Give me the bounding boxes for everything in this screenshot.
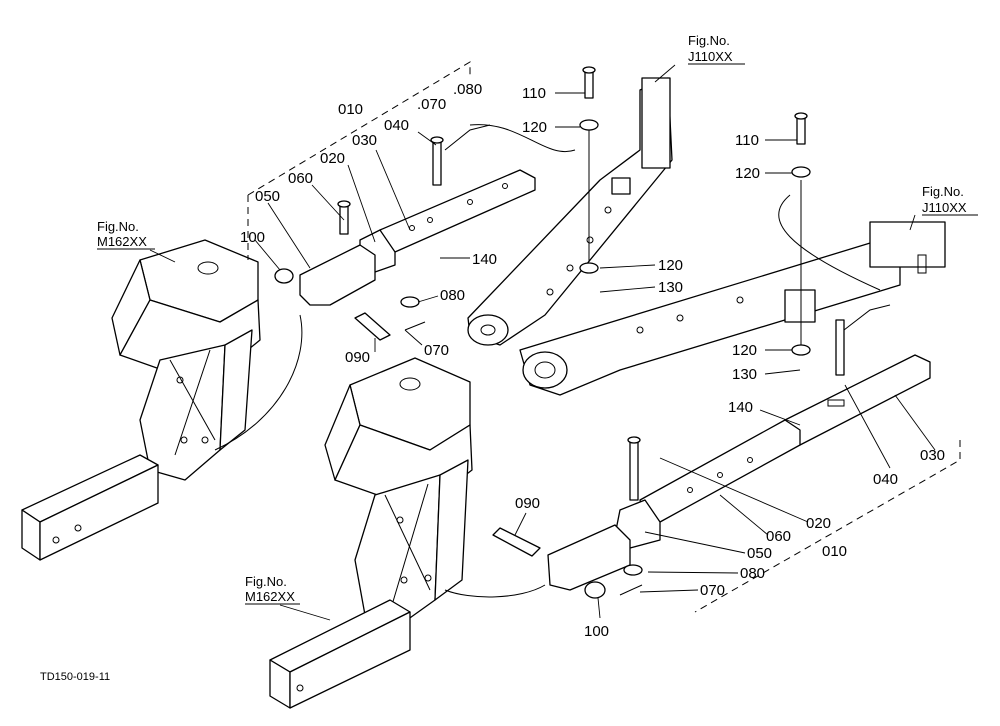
callout-010-left: 010 — [338, 101, 363, 118]
callout-020-left: 020 — [320, 150, 345, 167]
callout-040-right: 040 — [873, 471, 898, 488]
callout-070-top: .070 — [417, 96, 446, 113]
callout-080-right: 080 — [740, 565, 765, 582]
fig-ref-upper-number: J110XX — [688, 49, 733, 64]
callout-080-left: 080 — [440, 287, 465, 304]
callout-130-mid: 130 — [658, 279, 683, 296]
callout-140-right: 140 — [728, 399, 753, 416]
left-stabilizer-assembly — [274, 124, 536, 341]
assembly-arrow-center — [444, 584, 546, 598]
diagram-code: TD150-019-11 — [40, 671, 110, 683]
callout-030-right: 030 — [920, 447, 945, 464]
callout-110-mid: 110 — [522, 85, 546, 102]
callout-050-right: 050 — [747, 545, 772, 562]
fig-ref-center-title: Fig.No. — [245, 574, 287, 589]
upper-lift-link — [467, 77, 673, 346]
right-stabilizer-assembly — [492, 304, 931, 599]
fig-ref-left-title: Fig.No. — [97, 219, 139, 234]
fig-ref-upper-title: Fig.No. — [688, 33, 730, 48]
right-assembly-bracket — [694, 440, 961, 613]
callout-040-left: 040 — [384, 117, 409, 134]
callout-090-right: 090 — [515, 495, 540, 512]
callout-120-mid-bottom: 120 — [658, 257, 683, 274]
callout-070-right: 070 — [700, 582, 725, 599]
callout-070-left: 070 — [424, 342, 449, 359]
left-mounting-frame — [21, 239, 261, 561]
left-assembly-bracket — [247, 61, 471, 260]
callout-090-left: 090 — [345, 349, 370, 366]
leader-lines — [149, 64, 936, 621]
callout-080-top: .080 — [453, 81, 482, 98]
assembly-arrow-left — [214, 314, 303, 451]
callout-110-right: 110 — [735, 132, 759, 149]
callout-140-left: 140 — [472, 251, 497, 268]
callout-060-left: 060 — [288, 170, 313, 187]
callout-120-mid-top: 120 — [522, 119, 547, 136]
callout-120-right-top: 120 — [735, 165, 760, 182]
fig-ref-right-number: J110XX — [922, 200, 967, 215]
center-mounting-frame — [269, 357, 473, 709]
fig-ref-right-title: Fig.No. — [922, 184, 964, 199]
callout-010-right: 010 — [822, 543, 847, 560]
callout-100-left: 100 — [240, 229, 265, 246]
callout-120-right-bottom: 120 — [732, 342, 757, 359]
fig-ref-center-number: M162XX — [245, 589, 295, 604]
callout-100-right: 100 — [584, 623, 609, 640]
link-hardware — [469, 66, 881, 356]
callout-050-left: 050 — [255, 188, 280, 205]
callout-060-right: 060 — [766, 528, 791, 545]
lower-lift-link — [519, 221, 946, 396]
callout-020-right: 020 — [806, 515, 831, 532]
callout-130-right: 130 — [732, 366, 757, 383]
callout-030-left: 030 — [352, 132, 377, 149]
fig-ref-left-number: M162XX — [97, 234, 147, 249]
